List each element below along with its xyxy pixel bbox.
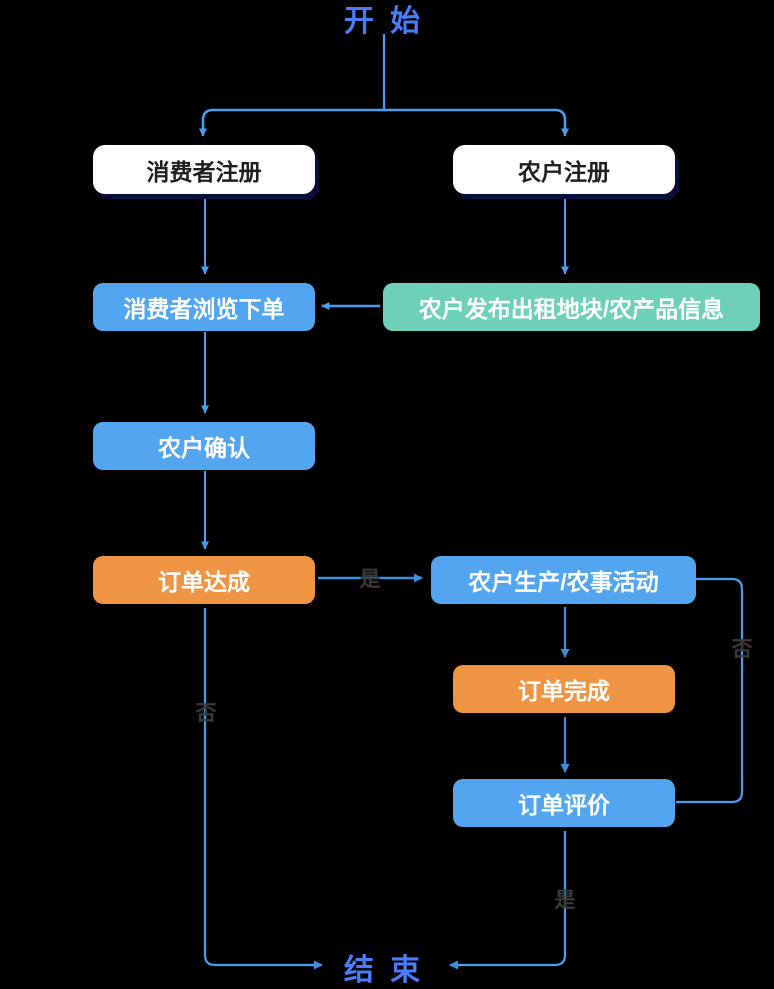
node-farmer-registration[interactable]: 农户注册 <box>453 145 675 194</box>
node-consumer-browse-order-label: 消费者浏览下单 <box>123 296 285 322</box>
node-farmer-confirm-label: 农户确认 <box>158 435 250 461</box>
node-order-complete-label: 订单完成 <box>518 678 610 704</box>
node-farmer-registration-label: 农户注册 <box>518 158 610 185</box>
node-order-complete[interactable]: 订单完成 <box>453 665 675 713</box>
node-farmer-publish-listing-label: 农户发布出租地块/农产品信息 <box>418 296 725 322</box>
node-farmer-production[interactable]: 农户生产/农事活动 <box>431 556 696 604</box>
edge-label-no-order-made-text: 否 <box>195 702 217 725</box>
node-start[interactable]: 开 始 <box>324 0 444 38</box>
node-consumer-registration-label: 消费者注册 <box>146 158 262 185</box>
node-order-made-label: 订单达成 <box>158 569 250 595</box>
node-consumer-registration[interactable]: 消费者注册 <box>93 145 315 194</box>
node-order-review[interactable]: 订单评价 <box>453 779 675 827</box>
node-consumer-browse-order[interactable]: 消费者浏览下单 <box>93 283 315 331</box>
node-end[interactable]: 结 束 <box>324 948 444 987</box>
edge-label-yes-review-end: 是 <box>547 883 583 915</box>
edge-label-yes-order-made-text: 是 <box>359 568 381 591</box>
edge-label-yes-review-end-text: 是 <box>554 889 576 912</box>
node-end-label: 结 束 <box>343 953 425 987</box>
node-order-review-label: 订单评价 <box>518 792 610 818</box>
node-farmer-confirm[interactable]: 农户确认 <box>93 422 315 470</box>
edge-label-no-order-made: 否 <box>188 696 224 728</box>
node-order-made[interactable]: 订单达成 <box>93 556 315 604</box>
edge-label-no-review-loop-text: 否 <box>731 638 753 661</box>
node-farmer-production-label: 农户生产/农事活动 <box>468 569 659 595</box>
edge-label-yes-order-made: 是 <box>352 562 388 594</box>
edge-label-no-review-loop: 否 <box>724 632 760 664</box>
node-start-label: 开 始 <box>343 5 425 38</box>
node-farmer-publish-listing[interactable]: 农户发布出租地块/农产品信息 <box>383 283 760 331</box>
